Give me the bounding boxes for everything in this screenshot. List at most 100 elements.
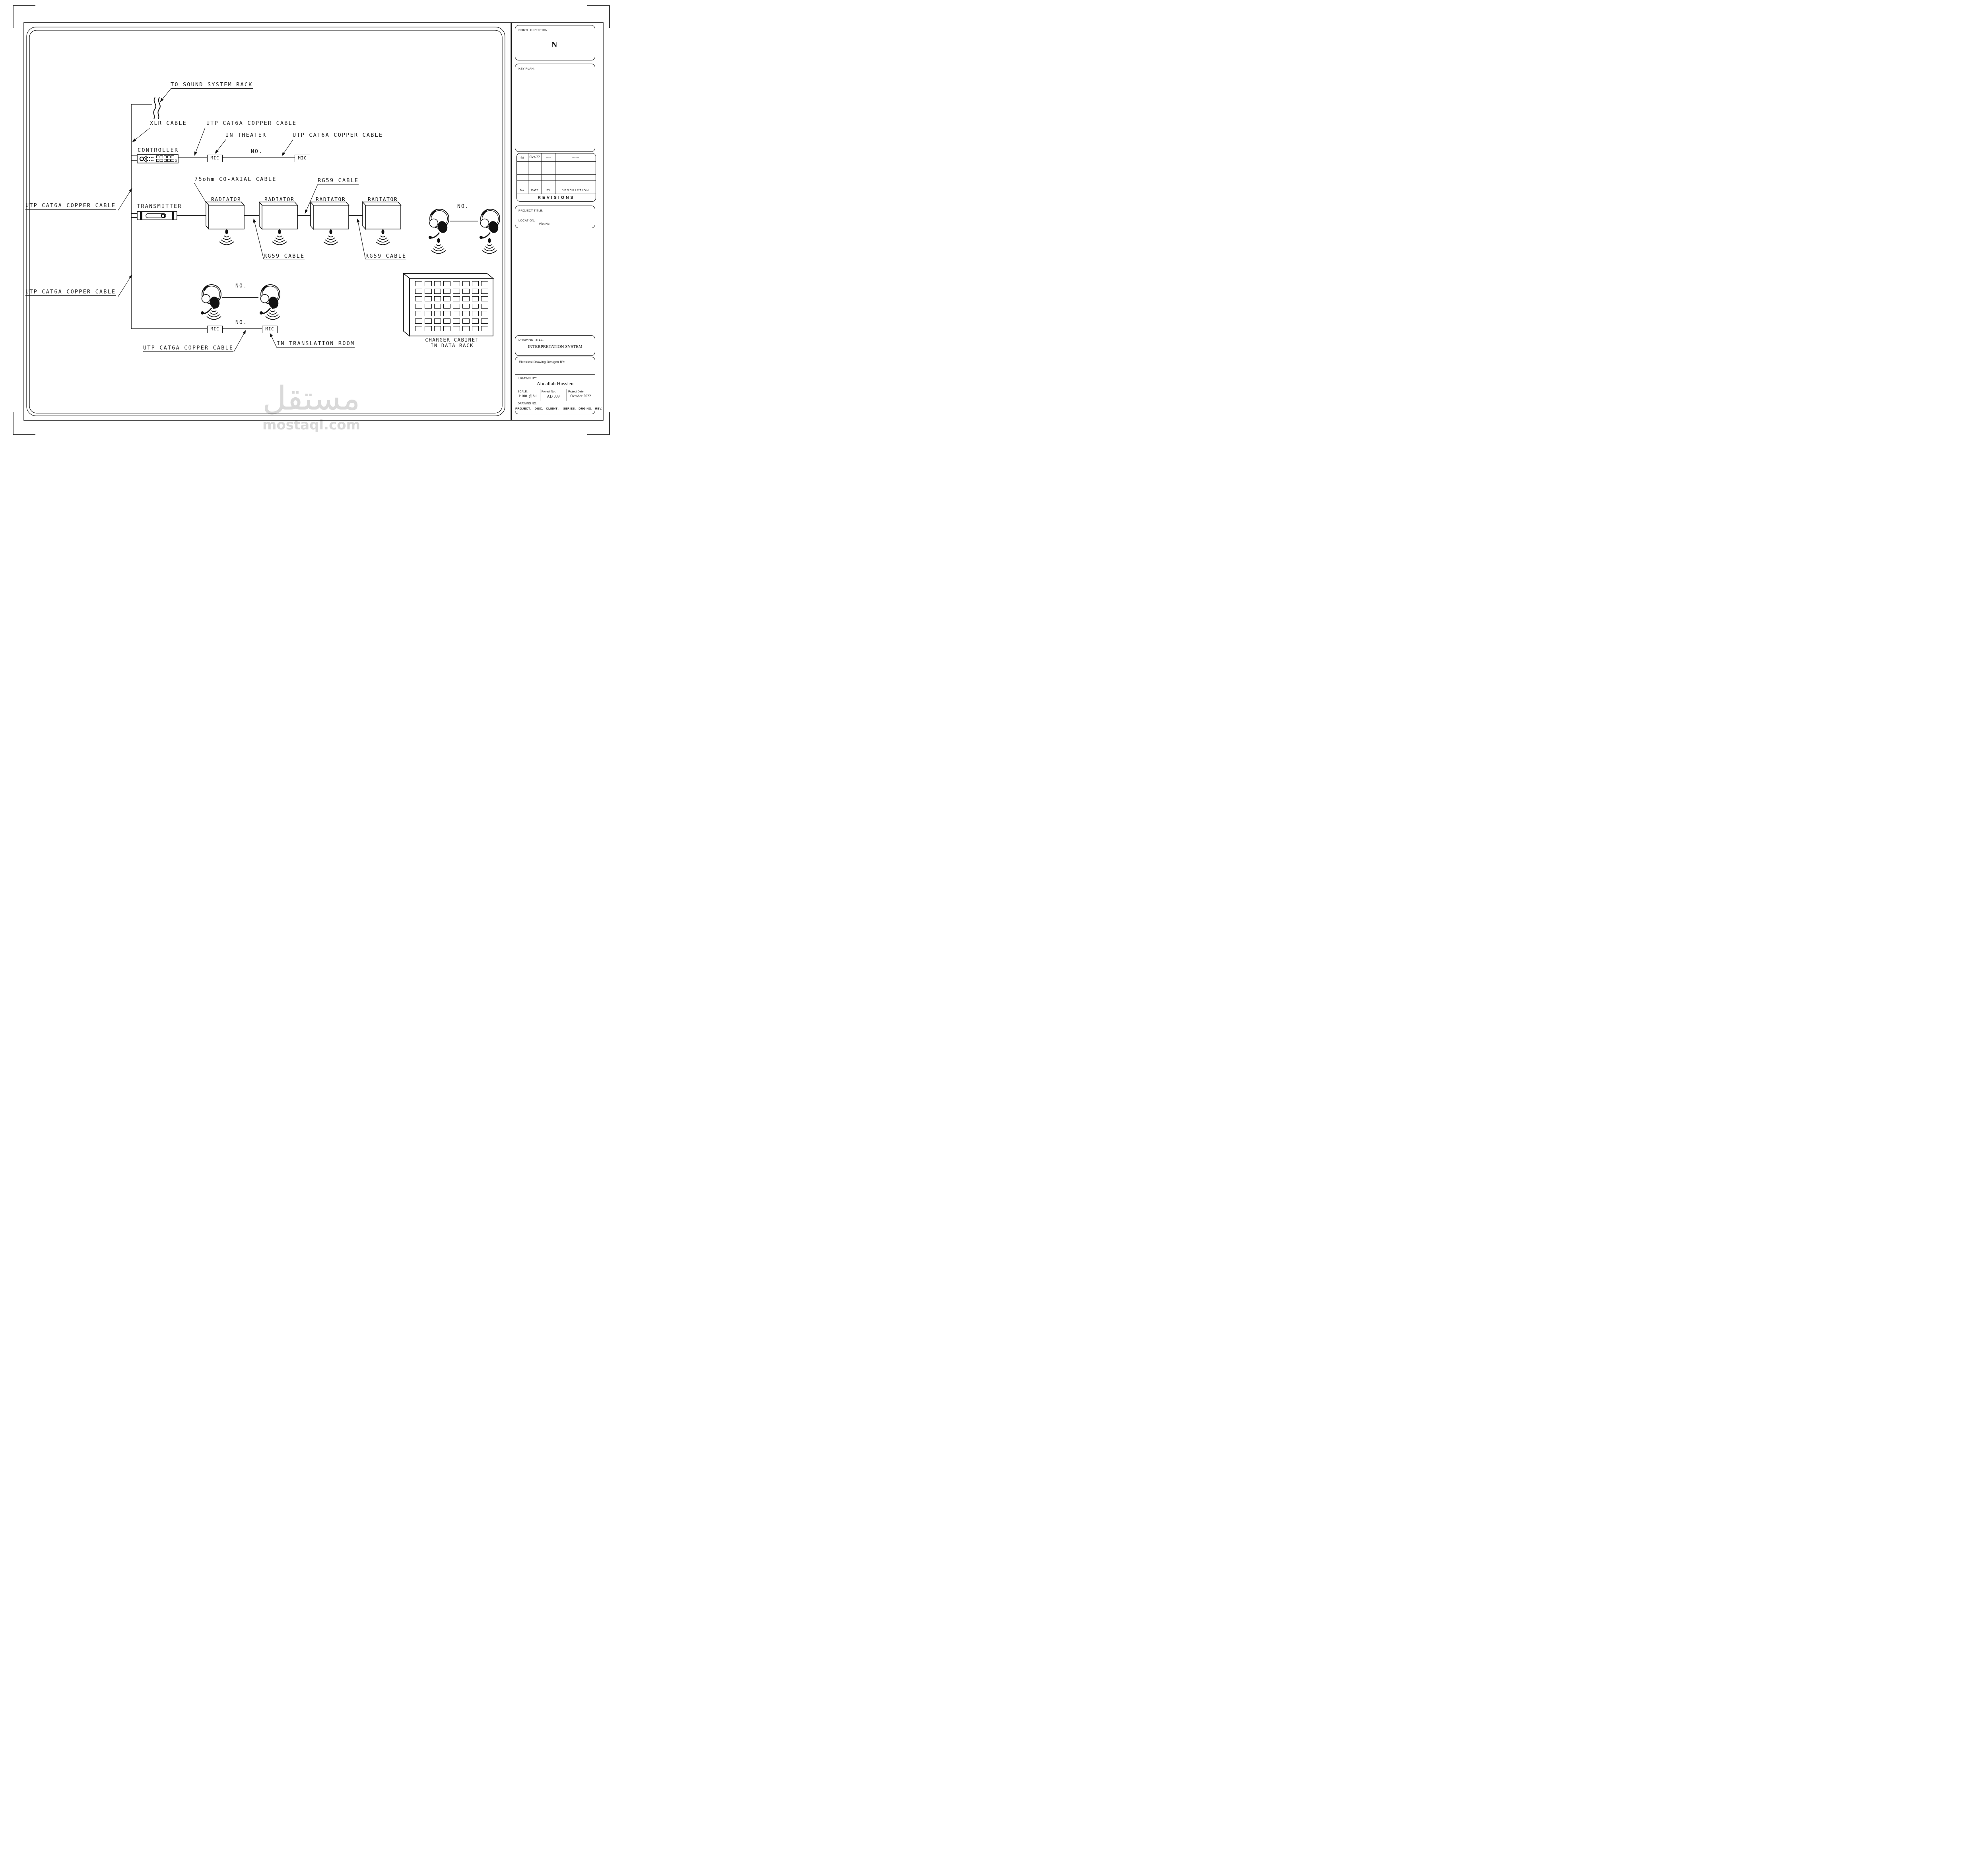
revision-empty-cell [528,162,542,168]
signal-waves-icon [219,229,234,245]
titleblock-separator [510,23,512,420]
revisions-header-by: BY [542,187,555,194]
charger-cabinet [402,273,494,337]
corner-trim-marks [13,5,610,435]
label-no-right-headsets: NO. [457,204,470,210]
grid-cell [424,296,432,301]
radiator-box [258,201,298,230]
grid-cell [156,155,159,159]
grid-cell [160,159,163,162]
grid-cell [434,303,441,309]
revisions-table: ## Oct-22 ---- ------ No. DATE BY DESCRI… [516,153,596,202]
label-radiator-1: RADIATOR [211,197,241,203]
info-divider [515,374,595,375]
grid-cell [160,155,163,159]
revision-empty-cell [555,175,596,181]
mic-label: MIC [210,156,219,161]
radiator-box [362,201,402,230]
label-utp-cat6a-2: UTP CAT6A COPPER CABLE [293,132,383,139]
headset-icon [480,209,500,239]
project-no-value: AD 009 [547,394,560,399]
cable-lines [131,104,478,329]
grid-cell [424,303,432,309]
project-date-label: Project Date: [568,390,584,393]
label-transmitter: TRANSMITTER [137,203,182,210]
designed-by-label: Electrical Drawing Desigen BY: [519,360,565,364]
drawing-frame-inner [29,30,503,414]
drawing-title-label: DRAWING TITLE... [518,338,546,342]
north-letter: N [551,40,557,49]
grid-cell [167,155,171,159]
north-direction-label: NORTH DIRECTION [518,28,547,32]
grid-cell [462,318,470,324]
label-to-sound-system-rack: TO SOUND SYSTEM RACK [171,82,253,89]
signal-waves-icon [323,229,338,245]
revision-empty-cell [542,175,555,181]
grid-cell [163,159,167,162]
drawing-sheet: مستقل mostaql.com [0,0,623,440]
mic-label: MIC [298,156,307,161]
label-radiator-4: RADIATOR [368,197,398,203]
revisions-header-no: No. [517,187,528,194]
label-charger-cabinet-line1: CHARGER CABINET [425,337,479,343]
charger-slot-grid [415,281,488,331]
revision-by-value: ---- [542,153,555,162]
label-rg59-bottom-left: RG59 CABLE [264,253,305,260]
plot-no-label: Plot No. [539,222,551,225]
grid-cell [453,281,460,286]
label-rg59-bottom-right: RG59 CABLE [365,253,407,260]
grid-cell [443,288,450,294]
label-utp-cat6a-left-1: UTP CAT6A COPPER CABLE [25,202,116,210]
mic-label: MIC [210,327,219,332]
grid-cell [434,326,441,331]
label-radiator-3: RADIATOR [316,197,346,203]
grid-cell [171,155,174,159]
revision-empty-cell [517,168,528,175]
grid-cell [481,288,488,294]
label-in-translation-room: IN TRANSLATION ROOM [277,340,355,348]
revision-description-value: ------ [555,153,596,162]
revision-empty-cell [542,168,555,175]
grid-cell [443,311,450,316]
radiator-box [205,201,245,230]
grid-cell [481,318,488,324]
signal-waves-icon [431,238,446,254]
drawing-frame-outer [26,27,505,416]
grid-cell [415,303,422,309]
label-no-bottom-mics: NO. [235,320,248,326]
label-controller: CONTROLLER [138,147,179,153]
grid-cell [453,326,460,331]
drawing-no-label: DRAWING NO. [518,402,537,405]
scale-label: SCALE: [518,390,528,393]
grid-cell [453,303,460,309]
revision-empty-cell [542,162,555,168]
grid-cell [481,281,488,286]
grid-cell [434,311,441,316]
grid-cell [443,303,450,309]
grid-cell [462,288,470,294]
signal-waves-icon [375,229,390,245]
revision-empty-cell [528,175,542,181]
grid-cell [424,288,432,294]
mic-box-translation-1: MIC [207,325,223,333]
diagram-linework [13,5,610,435]
revision-empty-cell [517,175,528,181]
grid-cell [462,326,470,331]
sheet-border [23,22,604,421]
project-title-label: PROJECT TITLE: [518,209,544,212]
drawing-info-box: Electrical Drawing Desigen BY: DRAWN BY:… [515,357,602,414]
grid-cell [415,326,422,331]
mic-box-translation-2: MIC [262,325,278,333]
key-plan-label: KEY PLAN: [518,67,535,70]
revisions-header-date: DATE [528,187,542,194]
label-charger-cabinet-line2: IN DATA RACK [430,342,474,348]
signal-waves-icon [482,238,497,254]
project-date-value: October 2022 [570,394,591,398]
revision-empty-cell [555,181,596,187]
controller-keypad [156,155,174,162]
mic-box-theater-1: MIC [207,154,223,162]
revision-empty-cell [555,162,596,168]
revision-empty-cell [555,168,596,175]
headset-icon [429,209,449,239]
revision-empty-cell [528,168,542,175]
